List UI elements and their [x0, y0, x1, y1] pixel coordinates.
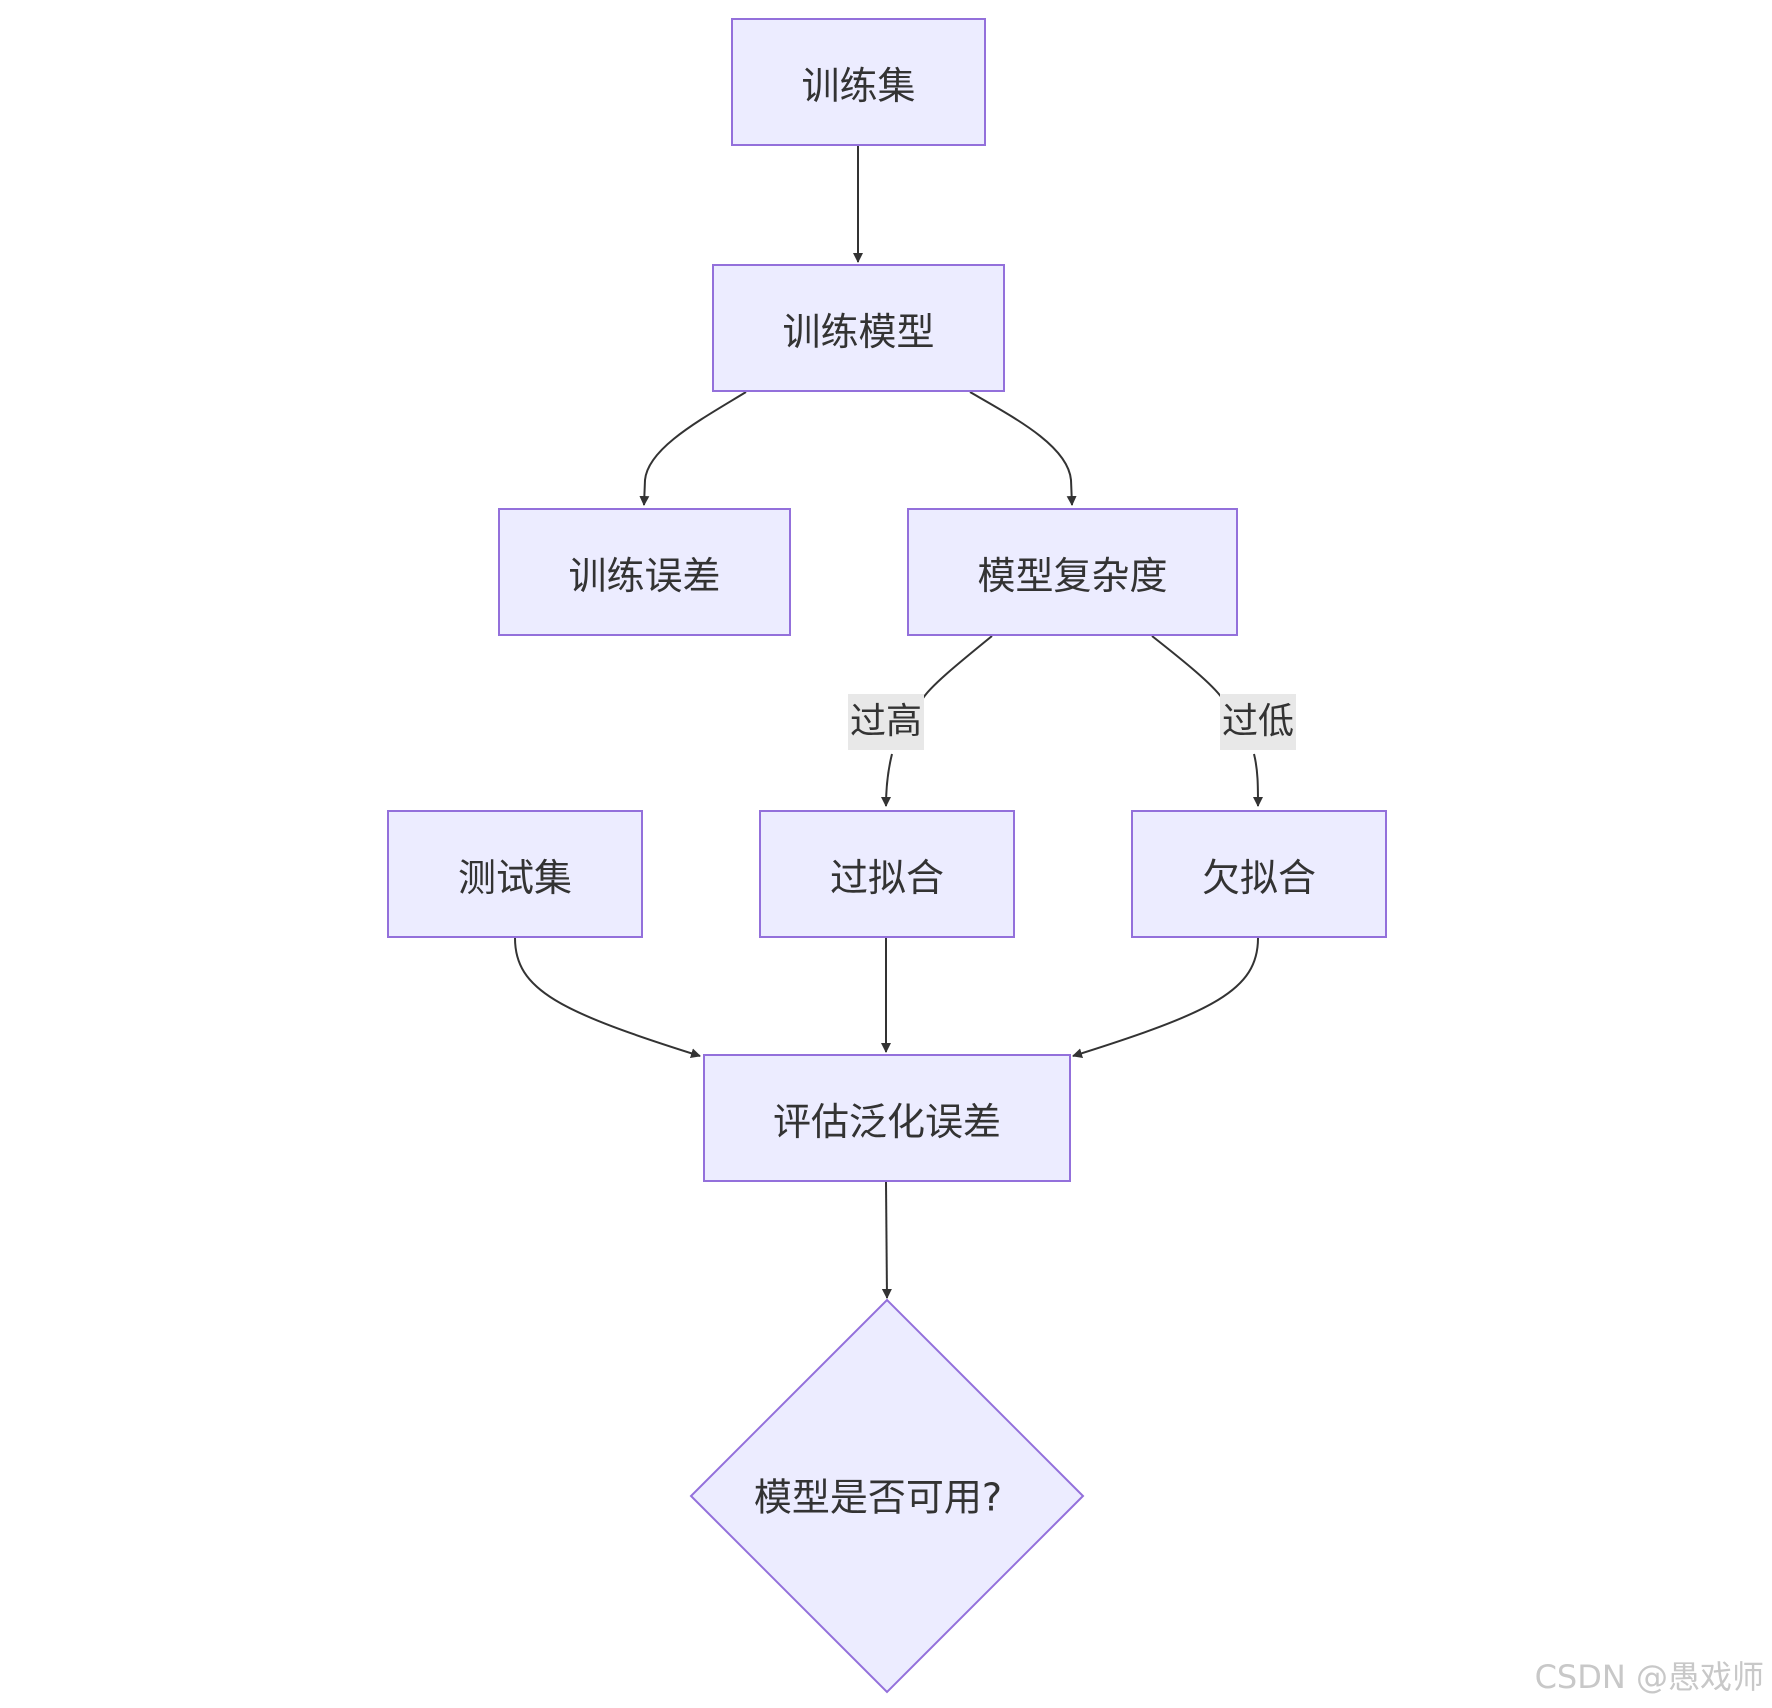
edge-generalization-to-decision [881, 1181, 892, 1299]
edge-complexity-to-overfit-lower [881, 753, 893, 807]
node-model-complexity: 模型复杂度 [907, 508, 1238, 636]
node-generalization-error: 评估泛化误差 [703, 1054, 1071, 1182]
edge-testset-to-generalization [514, 937, 701, 1059]
edge-complexity-to-overfit [921, 635, 993, 701]
node-train-set: 训练集 [731, 18, 986, 146]
edge-label-too-low: 过低 [1219, 694, 1297, 750]
edge-label-too-high: 过高 [847, 694, 925, 750]
decision-label: 模型是否可用? [753, 1475, 1003, 1520]
edge-trainmodel-to-complexity [969, 391, 1077, 506]
watermark: CSDN @愚戏师 [1534, 1658, 1764, 1696]
edge-trainmodel-to-trainerror [639, 391, 747, 506]
node-test-set: 测试集 [387, 810, 643, 938]
node-train-error: 训练误差 [498, 508, 791, 636]
node-underfit: 欠拟合 [1131, 810, 1387, 938]
edge-underfit-to-generalization [1072, 937, 1259, 1059]
edge-complexity-to-underfit [1151, 635, 1223, 699]
edge-complexity-to-underfit-lower [1252, 753, 1263, 807]
decision-diamond [689, 1298, 1085, 1694]
node-overfit: 过拟合 [759, 810, 1015, 938]
node-train-model: 训练模型 [712, 264, 1005, 392]
